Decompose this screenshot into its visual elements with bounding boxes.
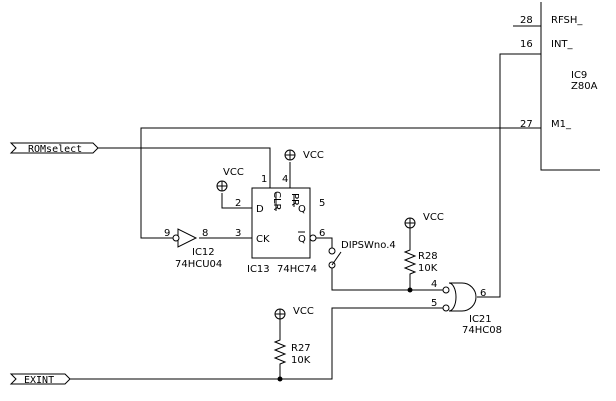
vcc-label: VCC xyxy=(293,306,314,317)
flipflop-ic13: 1 4 2 5 3 6 D CLR PR Q CK Q IC13 74HC74 xyxy=(235,174,325,275)
ic12-pin-in: 9 xyxy=(164,228,170,239)
wire-vcc-to-d xyxy=(221,193,252,209)
z80-pin28-number: 28 xyxy=(520,15,533,26)
r27-ref-designator: R27 xyxy=(291,343,311,354)
ic13-pin-q: 5 xyxy=(319,198,325,209)
z80-pin27-label: M1_ xyxy=(551,119,572,130)
junction-r28 xyxy=(407,287,413,293)
ic13-part-number: 74HC74 xyxy=(277,264,317,275)
resistor-r28: R28 10K xyxy=(403,228,438,276)
vcc-terminal-pr: VCC xyxy=(284,149,324,161)
resistor-r28-zigzag xyxy=(403,228,417,276)
dip-switch-lever xyxy=(331,251,342,266)
ic13-label-qn: Q xyxy=(298,234,306,245)
and-gate-body xyxy=(448,282,477,312)
resistor-r27: R27 10K xyxy=(273,319,311,366)
dip-switch-label: DIPSWno.4 xyxy=(341,240,396,251)
romselect-port: ROMselect xyxy=(9,142,99,155)
z80-pin16-number: 16 xyxy=(520,39,533,50)
ic21-ref-designator: IC21 xyxy=(469,314,492,325)
vcc-label: VCC xyxy=(223,167,244,178)
and-gate-input-bubble-a xyxy=(442,286,450,294)
ic13-ref-designator: IC13 xyxy=(247,264,270,275)
wire-switch-to-and xyxy=(331,268,443,291)
flipflop-qn-bubble xyxy=(309,234,317,242)
ic13-pin-pr: 4 xyxy=(282,174,288,185)
ic12-pin-out: 8 xyxy=(202,228,208,239)
z80-part-number: Z80A xyxy=(571,81,598,92)
and-gate-input-bubble-b xyxy=(442,304,450,312)
ic13-pin-qn: 6 xyxy=(319,228,325,239)
ic21-pin-a: 4 xyxy=(431,279,437,290)
wires xyxy=(70,53,541,380)
inverter-ic12: 9 8 IC12 74HCU04 xyxy=(164,228,222,270)
z80-pin16-label: INT_ xyxy=(551,39,574,50)
vcc-terminal-r28: VCC xyxy=(404,212,444,229)
inverter-bubble xyxy=(172,234,180,242)
wire-int-net xyxy=(477,53,541,298)
ic13-label-ck: CK xyxy=(256,234,270,245)
wire-romselect-net xyxy=(98,147,271,188)
exint-port: EXINT xyxy=(9,373,71,386)
z80-body-outline xyxy=(540,2,600,171)
z80-pin28-label: RFSH_ xyxy=(551,15,583,26)
z80-cpu: 28 RFSH_ 16 INT_ 27 M1_ IC9 Z80A xyxy=(513,2,600,171)
junction-r27 xyxy=(277,376,283,382)
vcc-label: VCC xyxy=(303,150,324,161)
wire-qn-to-switch xyxy=(316,237,333,248)
ic13-label-q: Q xyxy=(298,204,306,215)
ic13-pin-ck: 3 xyxy=(235,228,241,239)
z80-ref-designator: IC9 xyxy=(571,70,587,81)
ic13-pin-d: 2 xyxy=(235,198,241,209)
r27-value: 10K xyxy=(291,355,311,366)
vcc-terminal-r27: VCC xyxy=(274,306,314,320)
ic21-pin-out: 6 xyxy=(480,288,486,299)
dip-switch: DIPSWno.4 xyxy=(328,240,396,269)
wire-exint-net xyxy=(70,307,443,380)
r28-value: 10K xyxy=(418,263,438,274)
ic12-part-number: 74HCU04 xyxy=(175,259,222,270)
vcc-terminal-d: VCC xyxy=(216,167,244,192)
dip-switch-contact-top xyxy=(328,247,336,255)
exint-port-label: EXINT xyxy=(24,375,54,386)
ic13-pin-clr: 1 xyxy=(261,174,267,185)
ic21-pin-b: 5 xyxy=(431,298,437,309)
and-gate-ic21: 4 5 6 IC21 74HC08 xyxy=(431,279,502,336)
romselect-port-shape xyxy=(9,142,99,154)
ic13-label-d: D xyxy=(256,204,264,215)
ic21-part-number: 74HC08 xyxy=(462,325,502,336)
ic12-ref-designator: IC12 xyxy=(192,247,215,258)
r28-ref-designator: R28 xyxy=(418,251,438,262)
flipflop-body xyxy=(251,187,311,259)
romselect-port-label: ROMselect xyxy=(28,144,82,155)
wire-m1-net xyxy=(140,127,541,239)
exint-port-shape xyxy=(9,373,71,385)
resistor-r27-zigzag xyxy=(273,319,287,366)
junctions xyxy=(277,287,413,382)
inverter-triangle xyxy=(177,228,198,248)
z80-pin27-number: 27 xyxy=(520,119,533,130)
vcc-label: VCC xyxy=(423,212,444,223)
